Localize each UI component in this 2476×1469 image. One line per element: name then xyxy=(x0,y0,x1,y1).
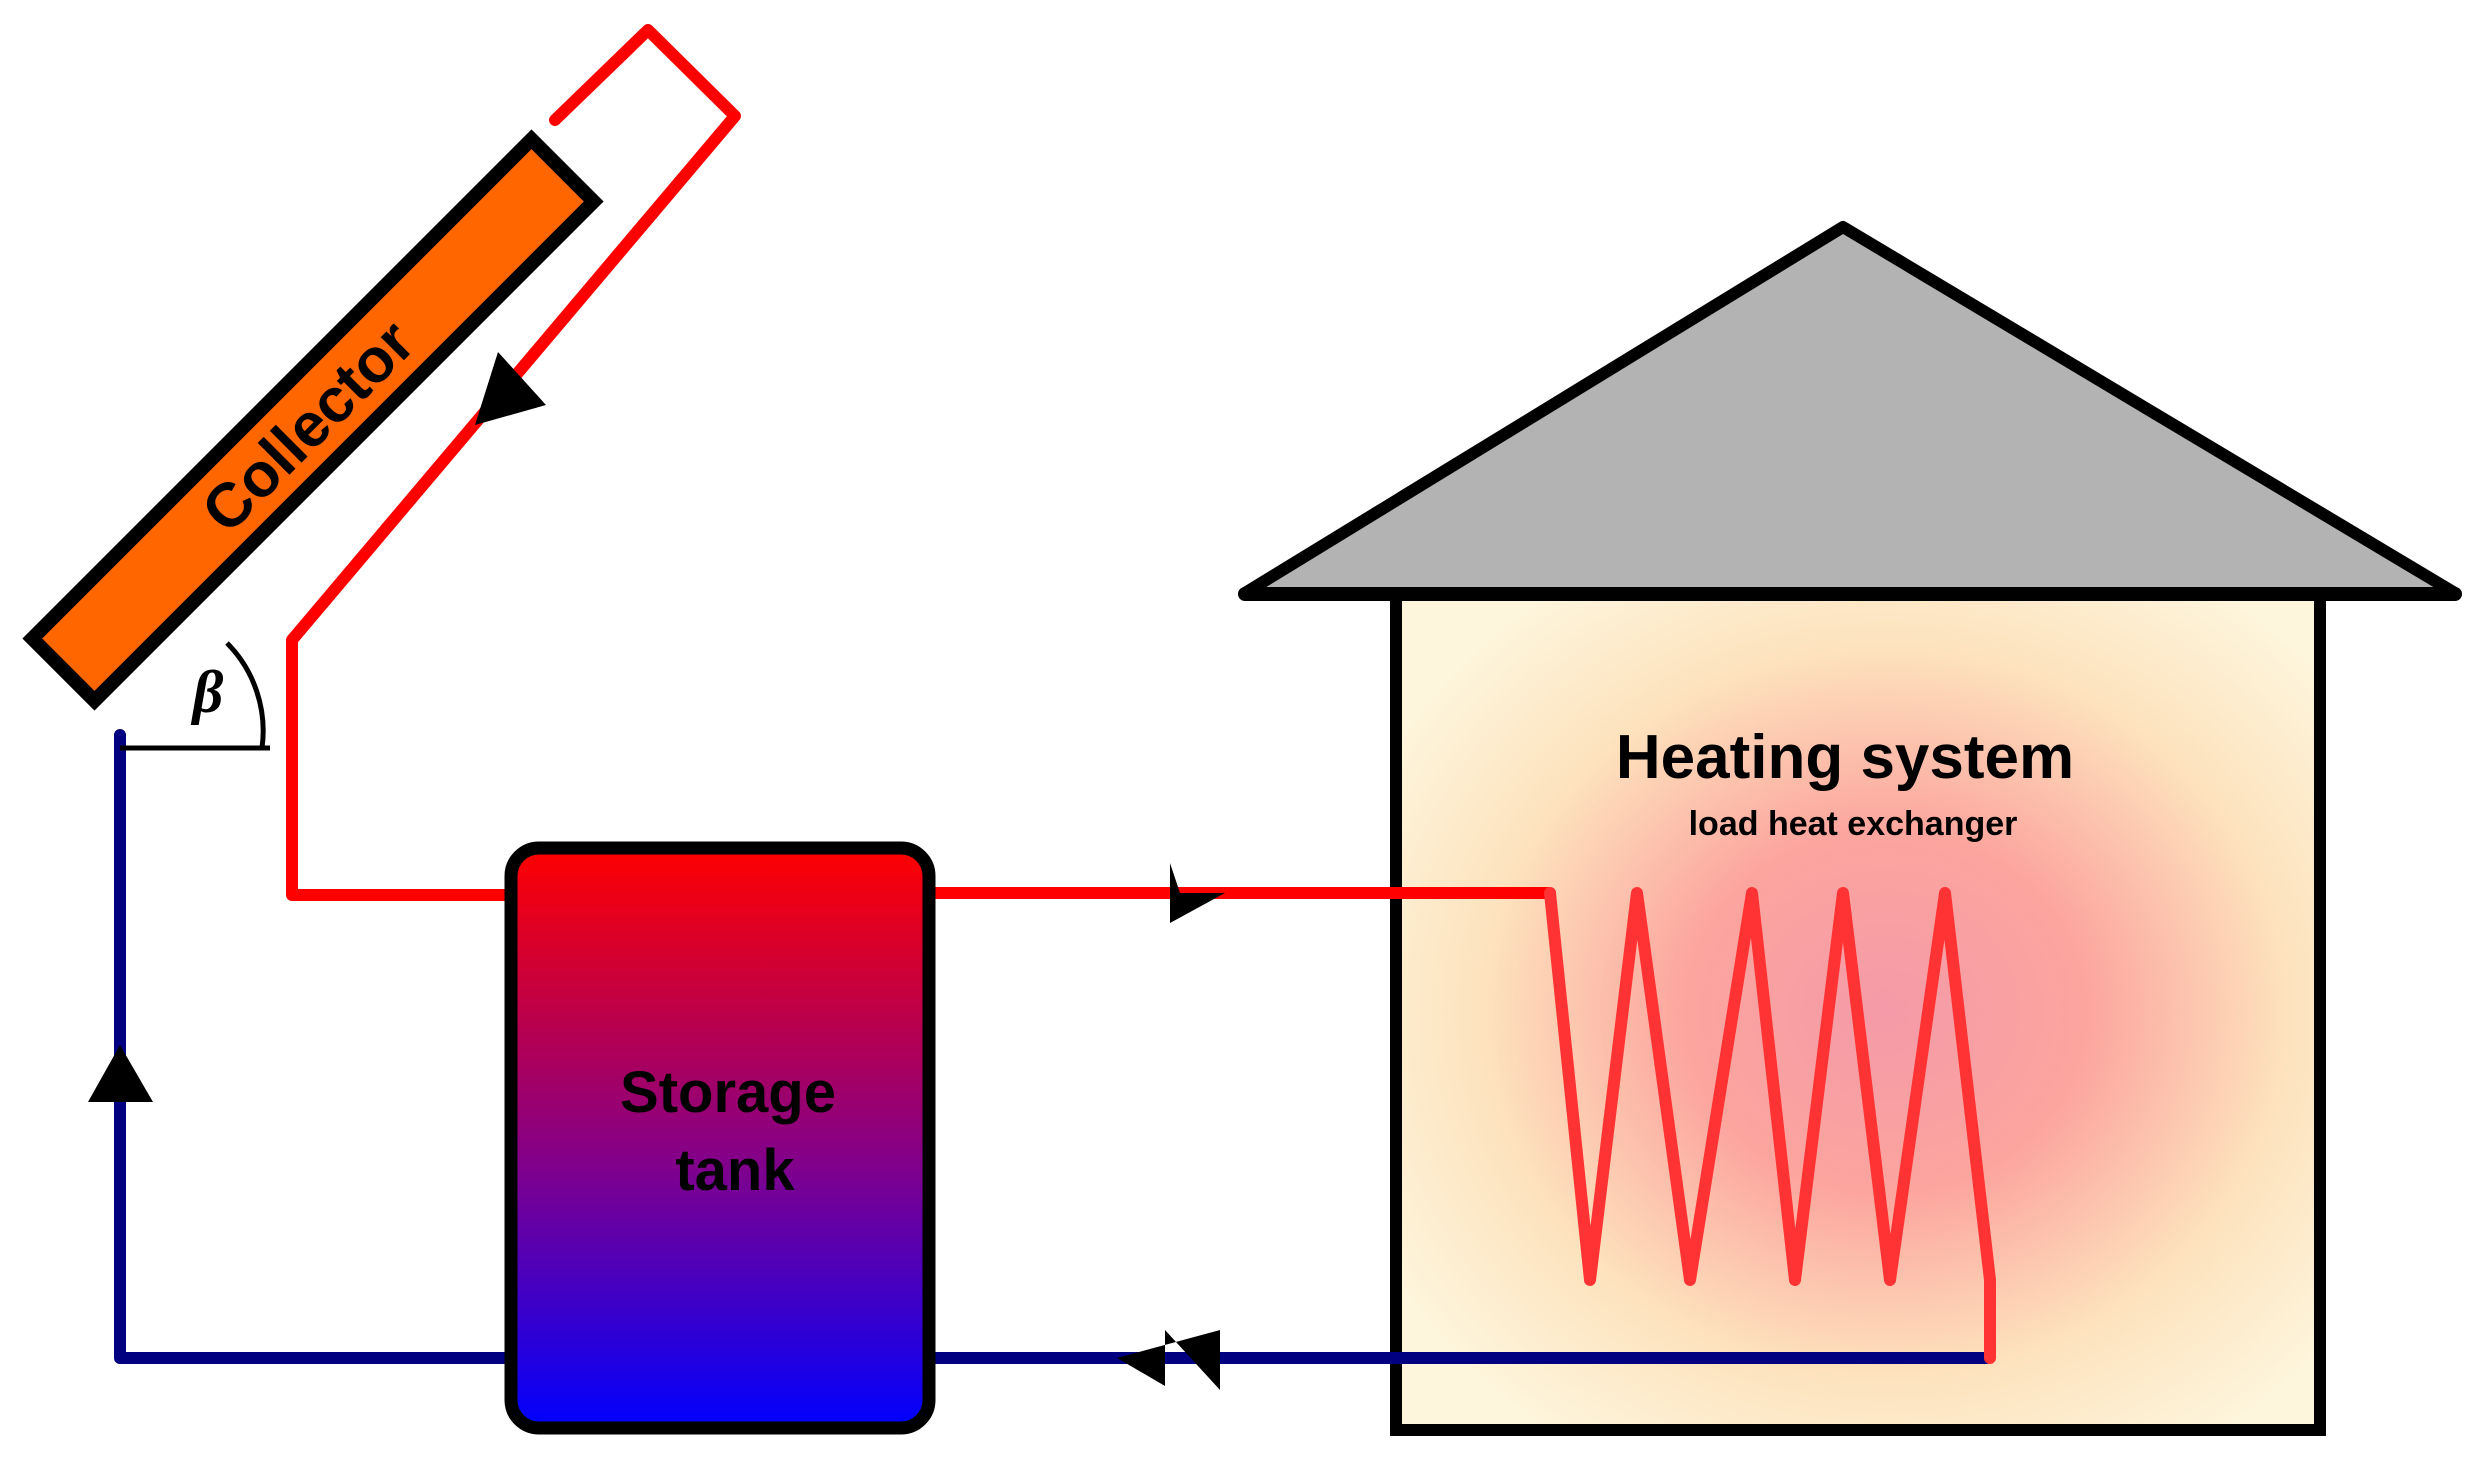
hot-supply-pipes xyxy=(286,24,1556,901)
house xyxy=(1238,221,2462,1436)
flow-arrow-right-supply xyxy=(1170,863,1225,923)
flow-arrow-up-return xyxy=(88,1045,153,1102)
house-roof xyxy=(1239,221,2461,599)
flow-arrow-left-return xyxy=(1117,1330,1220,1390)
heating-system-title: Heating system xyxy=(1616,723,2074,792)
collector-label: Collector xyxy=(189,307,428,546)
load-heat-exchanger-label: load heat exchanger xyxy=(1689,805,2018,843)
flow-arrows xyxy=(88,352,1225,1390)
angle-arc xyxy=(225,641,266,749)
beta-label: β xyxy=(191,659,224,725)
flow-arrow-down-collector xyxy=(475,352,546,425)
collector-panel xyxy=(22,129,604,711)
cold-return-pipes xyxy=(114,729,1993,1364)
storage-tank-label-line2: tank xyxy=(675,1138,795,1203)
tank-body xyxy=(504,841,936,1435)
load-heat-exchanger-coil xyxy=(1544,887,1996,1364)
storage-tank-label-line1: Storage xyxy=(620,1060,836,1125)
cold-pipe-tank-to-collector xyxy=(114,729,521,1364)
tilt-angle-indicator: β xyxy=(120,641,270,751)
storage-tank: Storage tank xyxy=(504,841,936,1435)
